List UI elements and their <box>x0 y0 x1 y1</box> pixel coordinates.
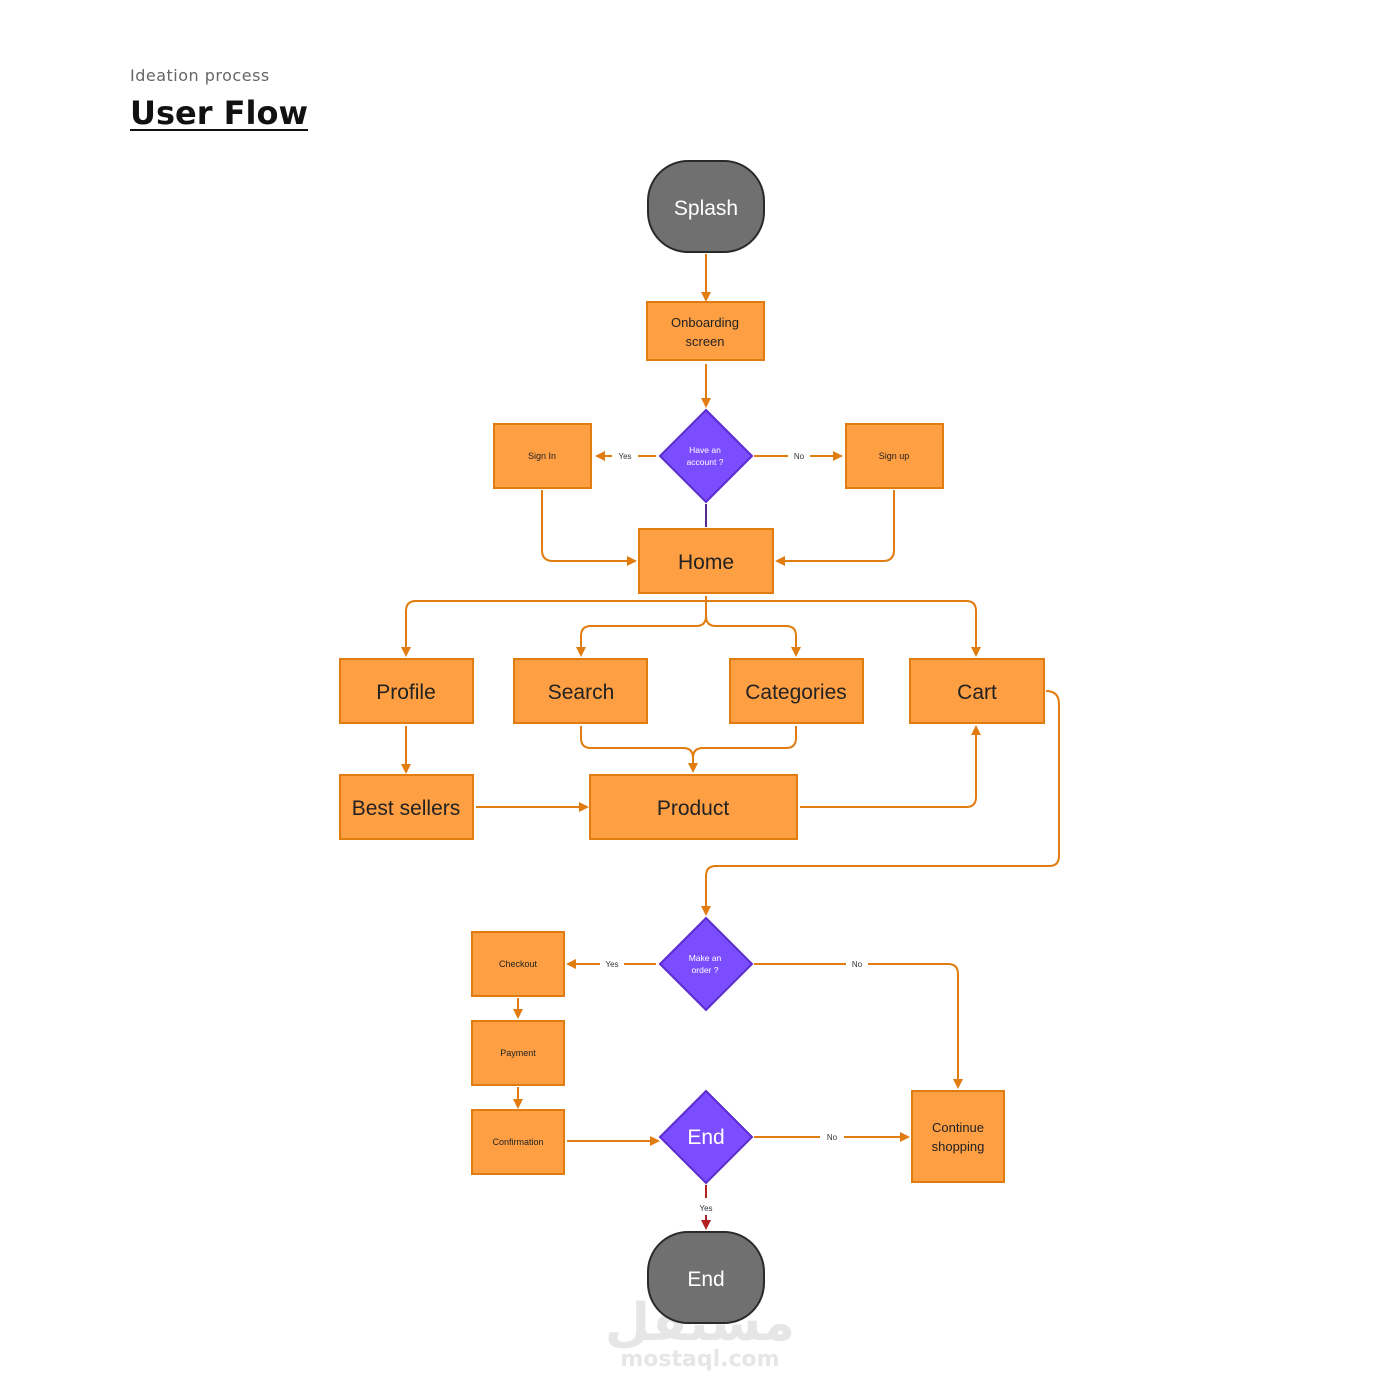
node-continue-shopping: Continue shopping <box>911 1090 1005 1183</box>
node-end-decision: End <box>658 1089 754 1185</box>
node-checkout-label: Checkout <box>499 959 538 969</box>
node-best-sellers-label: Best sellers <box>352 797 461 820</box>
edge-signin-home <box>541 490 637 566</box>
node-product-label: Product <box>657 797 730 820</box>
node-categories-label: Categories <box>745 681 847 704</box>
edge-home-cart <box>706 600 981 657</box>
node-categories: Categories <box>729 658 864 724</box>
node-splash: Splash <box>647 160 765 253</box>
node-onboarding: Onboarding screen <box>646 301 765 361</box>
edge-home-profile <box>401 596 707 657</box>
node-onboarding-line2: screen <box>685 334 724 349</box>
page-title: User Flow <box>130 94 309 132</box>
node-make-order-line1: Make an <box>689 953 722 963</box>
node-confirmation: Confirmation <box>471 1109 565 1175</box>
eyebrow-label: Ideation process <box>130 66 270 85</box>
edge-search-product <box>580 726 698 773</box>
node-sign-up: Sign up <box>845 423 944 489</box>
node-cart: Cart <box>909 658 1045 724</box>
edge-home-search <box>576 601 707 657</box>
node-sign-in: Sign In <box>493 423 592 489</box>
edge-categories-product <box>692 726 797 759</box>
node-home-label: Home <box>678 551 734 574</box>
node-continue-line1: Continue <box>932 1120 984 1135</box>
node-payment: Payment <box>471 1020 565 1086</box>
node-sign-up-label: Sign up <box>879 451 910 461</box>
node-confirmation-label: Confirmation <box>492 1137 543 1147</box>
node-profile: Profile <box>339 658 474 724</box>
label-order-no: No <box>852 960 863 969</box>
node-end-terminal-label: End <box>687 1268 724 1291</box>
watermark-latin: mostaql.com <box>620 1347 779 1372</box>
label-order-yes: Yes <box>605 960 618 969</box>
label-account-yes: Yes <box>618 452 631 461</box>
connectors <box>401 254 1060 1230</box>
edge-order-no <box>868 963 963 1089</box>
node-splash-label: Splash <box>674 197 738 220</box>
edge-product-cart <box>800 725 981 808</box>
label-end-yes: Yes <box>699 1204 712 1213</box>
node-continue-line2: shopping <box>932 1139 985 1154</box>
node-checkout: Checkout <box>471 931 565 997</box>
node-search: Search <box>513 658 648 724</box>
edge-signup-home <box>775 490 895 566</box>
edge-home-categories <box>705 615 801 657</box>
node-product: Product <box>589 774 798 840</box>
node-onboarding-line1: Onboarding <box>671 315 739 330</box>
node-have-account-line2: account ? <box>687 457 724 467</box>
label-end-no: No <box>827 1133 838 1142</box>
node-have-account: Have an account ? <box>658 408 754 504</box>
node-search-label: Search <box>548 681 615 704</box>
label-account-no: No <box>794 452 805 461</box>
edge-cart-makeorder <box>701 690 1060 916</box>
node-profile-label: Profile <box>376 681 436 704</box>
node-payment-label: Payment <box>500 1048 536 1058</box>
edge-labels: Yes No Yes No No Yes <box>605 452 862 1213</box>
node-make-order: Make an order ? <box>658 916 754 1012</box>
node-home: Home <box>638 528 774 594</box>
node-best-sellers: Best sellers <box>339 774 474 840</box>
node-have-account-line1: Have an <box>689 445 721 455</box>
node-make-order-line2: order ? <box>692 965 719 975</box>
node-end-terminal: End <box>647 1231 765 1324</box>
node-end-decision-label: End <box>687 1126 724 1149</box>
node-sign-in-label: Sign In <box>528 451 556 461</box>
node-cart-label: Cart <box>957 681 997 704</box>
